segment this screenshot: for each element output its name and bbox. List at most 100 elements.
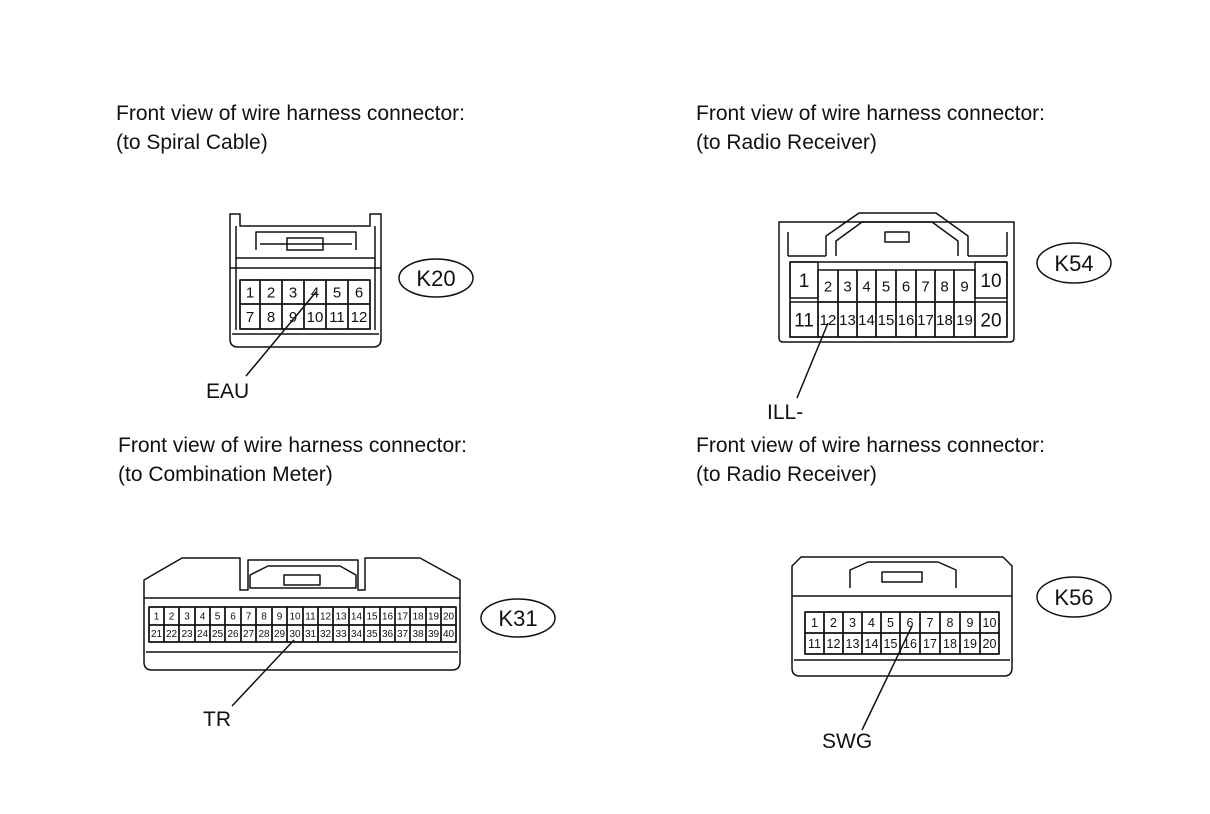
k54-housing: [778, 221, 1015, 343]
k56-pin-number: 19: [963, 637, 977, 651]
k31-pin-number: 10: [289, 612, 301, 623]
k31-pin-number: 24: [197, 629, 209, 640]
k20-latch: [255, 231, 357, 250]
k54-pin-number: 19: [956, 312, 973, 329]
k54-pin-number: 17: [917, 312, 934, 329]
k31-pin-number: 39: [428, 629, 440, 640]
k56-pin-number: 7: [927, 616, 934, 630]
caption-k54-line1: Front view of wire harness connector:: [696, 102, 1045, 125]
k56-pin-number: 6: [907, 616, 914, 630]
k56-pin-number: 2: [830, 616, 837, 630]
k20-pin-number: 6: [355, 284, 363, 301]
k54-latch-tab: [884, 231, 910, 243]
k56-pin-number: 5: [887, 616, 894, 630]
k54-pin-label: ILL-: [767, 401, 803, 424]
caption-k56: Front view of wire harness connector: (t…: [696, 431, 1045, 489]
k31-pin-number: 5: [215, 612, 221, 623]
k31-pin-number: 36: [382, 629, 394, 640]
k20-pin-number: 11: [329, 309, 345, 326]
k54-pin-number: 13: [839, 312, 856, 329]
k31-pin-number: 34: [351, 629, 363, 640]
k20-pin-cell: [347, 303, 371, 330]
k20-pin-number: 7: [246, 309, 254, 326]
k31-pin-number: 6: [230, 612, 236, 623]
k31-pin-number: 33: [335, 629, 347, 640]
caption-k20-line1: Front view of wire harness connector:: [116, 102, 465, 125]
k31-pin-number: 12: [320, 612, 332, 623]
k56-pin-leader: [861, 625, 913, 731]
k31-pin-number: 4: [200, 612, 206, 623]
k56-pin-number: 11: [808, 637, 821, 651]
k54-pin-leader: [796, 322, 829, 399]
caption-k31-line2: (to Combination Meter): [118, 463, 333, 486]
k31-latch-tab: [283, 574, 321, 586]
k54-code-label: K54: [1054, 251, 1093, 276]
k54-pin-number: 11: [794, 310, 814, 331]
k54-pin-number: 3: [843, 278, 851, 295]
k31-pin-number: 26: [227, 629, 239, 640]
k31-pin-number: 11: [305, 612, 316, 623]
k54-pin-number: 2: [824, 278, 832, 295]
k54-pin-number: 4: [862, 278, 870, 295]
k31-housing: [143, 557, 461, 671]
k54-pin-number: 10: [980, 271, 1001, 292]
k56-pin-number: 1: [811, 616, 818, 630]
k31-pin-cell: [440, 624, 457, 643]
k54-pin-number: 15: [878, 312, 895, 329]
k54-pin-number: 8: [940, 278, 948, 295]
k54-pin-number: 12: [820, 312, 837, 329]
caption-k31: Front view of wire harness connector: (t…: [118, 431, 467, 489]
k31-pin-number: 35: [366, 629, 378, 640]
k31-pin-number: 18: [412, 612, 424, 623]
k31-pin-number: 19: [428, 612, 440, 623]
k56-pin-number: 14: [865, 637, 879, 651]
k31-pin-number: 14: [351, 612, 363, 623]
k20-pin-number: 10: [307, 309, 324, 326]
k31-pin-number: 2: [169, 612, 175, 623]
k31-pin-number: 15: [366, 612, 378, 623]
k56-pin-number: 12: [827, 637, 841, 651]
k54-pin-number: 1: [799, 271, 810, 292]
k56-code-badge: [1036, 576, 1112, 618]
caption-k56-line2: (to Radio Receiver): [696, 463, 877, 486]
k20-pin-number: 8: [267, 309, 275, 326]
k20-code-badge: [398, 258, 474, 298]
k54-pin-number: 14: [858, 312, 875, 329]
k31-pin-number: 16: [382, 612, 394, 623]
k31-pin-number: 23: [181, 629, 193, 640]
k54-latch-outer: [825, 212, 969, 256]
k31-code-label: K31: [498, 606, 537, 631]
caption-k20-line2: (to Spiral Cable): [116, 131, 268, 154]
k31-pin-number: 17: [397, 612, 409, 623]
k56-pin-number: 3: [849, 616, 856, 630]
k20-pin-number: 3: [289, 284, 297, 301]
caption-k31-line1: Front view of wire harness connector:: [118, 434, 467, 457]
k54-pin-number: 5: [882, 278, 890, 295]
k31-pin-number: 22: [166, 629, 178, 640]
k56-pin-number: 4: [868, 616, 875, 630]
k56-pin-number: 16: [903, 637, 917, 651]
k56-pin-cell: [979, 632, 1000, 655]
k31-pin-number: 20: [443, 612, 455, 623]
caption-k20: Front view of wire harness connector: (t…: [116, 99, 465, 157]
k31-pin-number: 31: [305, 629, 317, 640]
k31-pin-number: 29: [274, 629, 286, 640]
k31-pin-number: 1: [154, 612, 160, 623]
k56-pin-label: SWG: [822, 730, 872, 753]
k56-pin-number: 13: [846, 637, 860, 651]
k54-pin-number: 7: [921, 278, 929, 295]
k20-pin-number: 12: [351, 309, 368, 326]
k56-pin-number: 8: [947, 616, 954, 630]
k20-pin-number: 5: [333, 284, 341, 301]
k54-pin-number: 20: [980, 310, 1001, 331]
k20-pin-number: 2: [267, 284, 275, 301]
k31-pin-number: 3: [184, 612, 190, 623]
k31-pin-number: 7: [246, 612, 252, 623]
k31-pin-leader: [231, 639, 295, 707]
k56-pin-number: 9: [967, 616, 974, 630]
k54-pin-cell: [974, 261, 1008, 299]
